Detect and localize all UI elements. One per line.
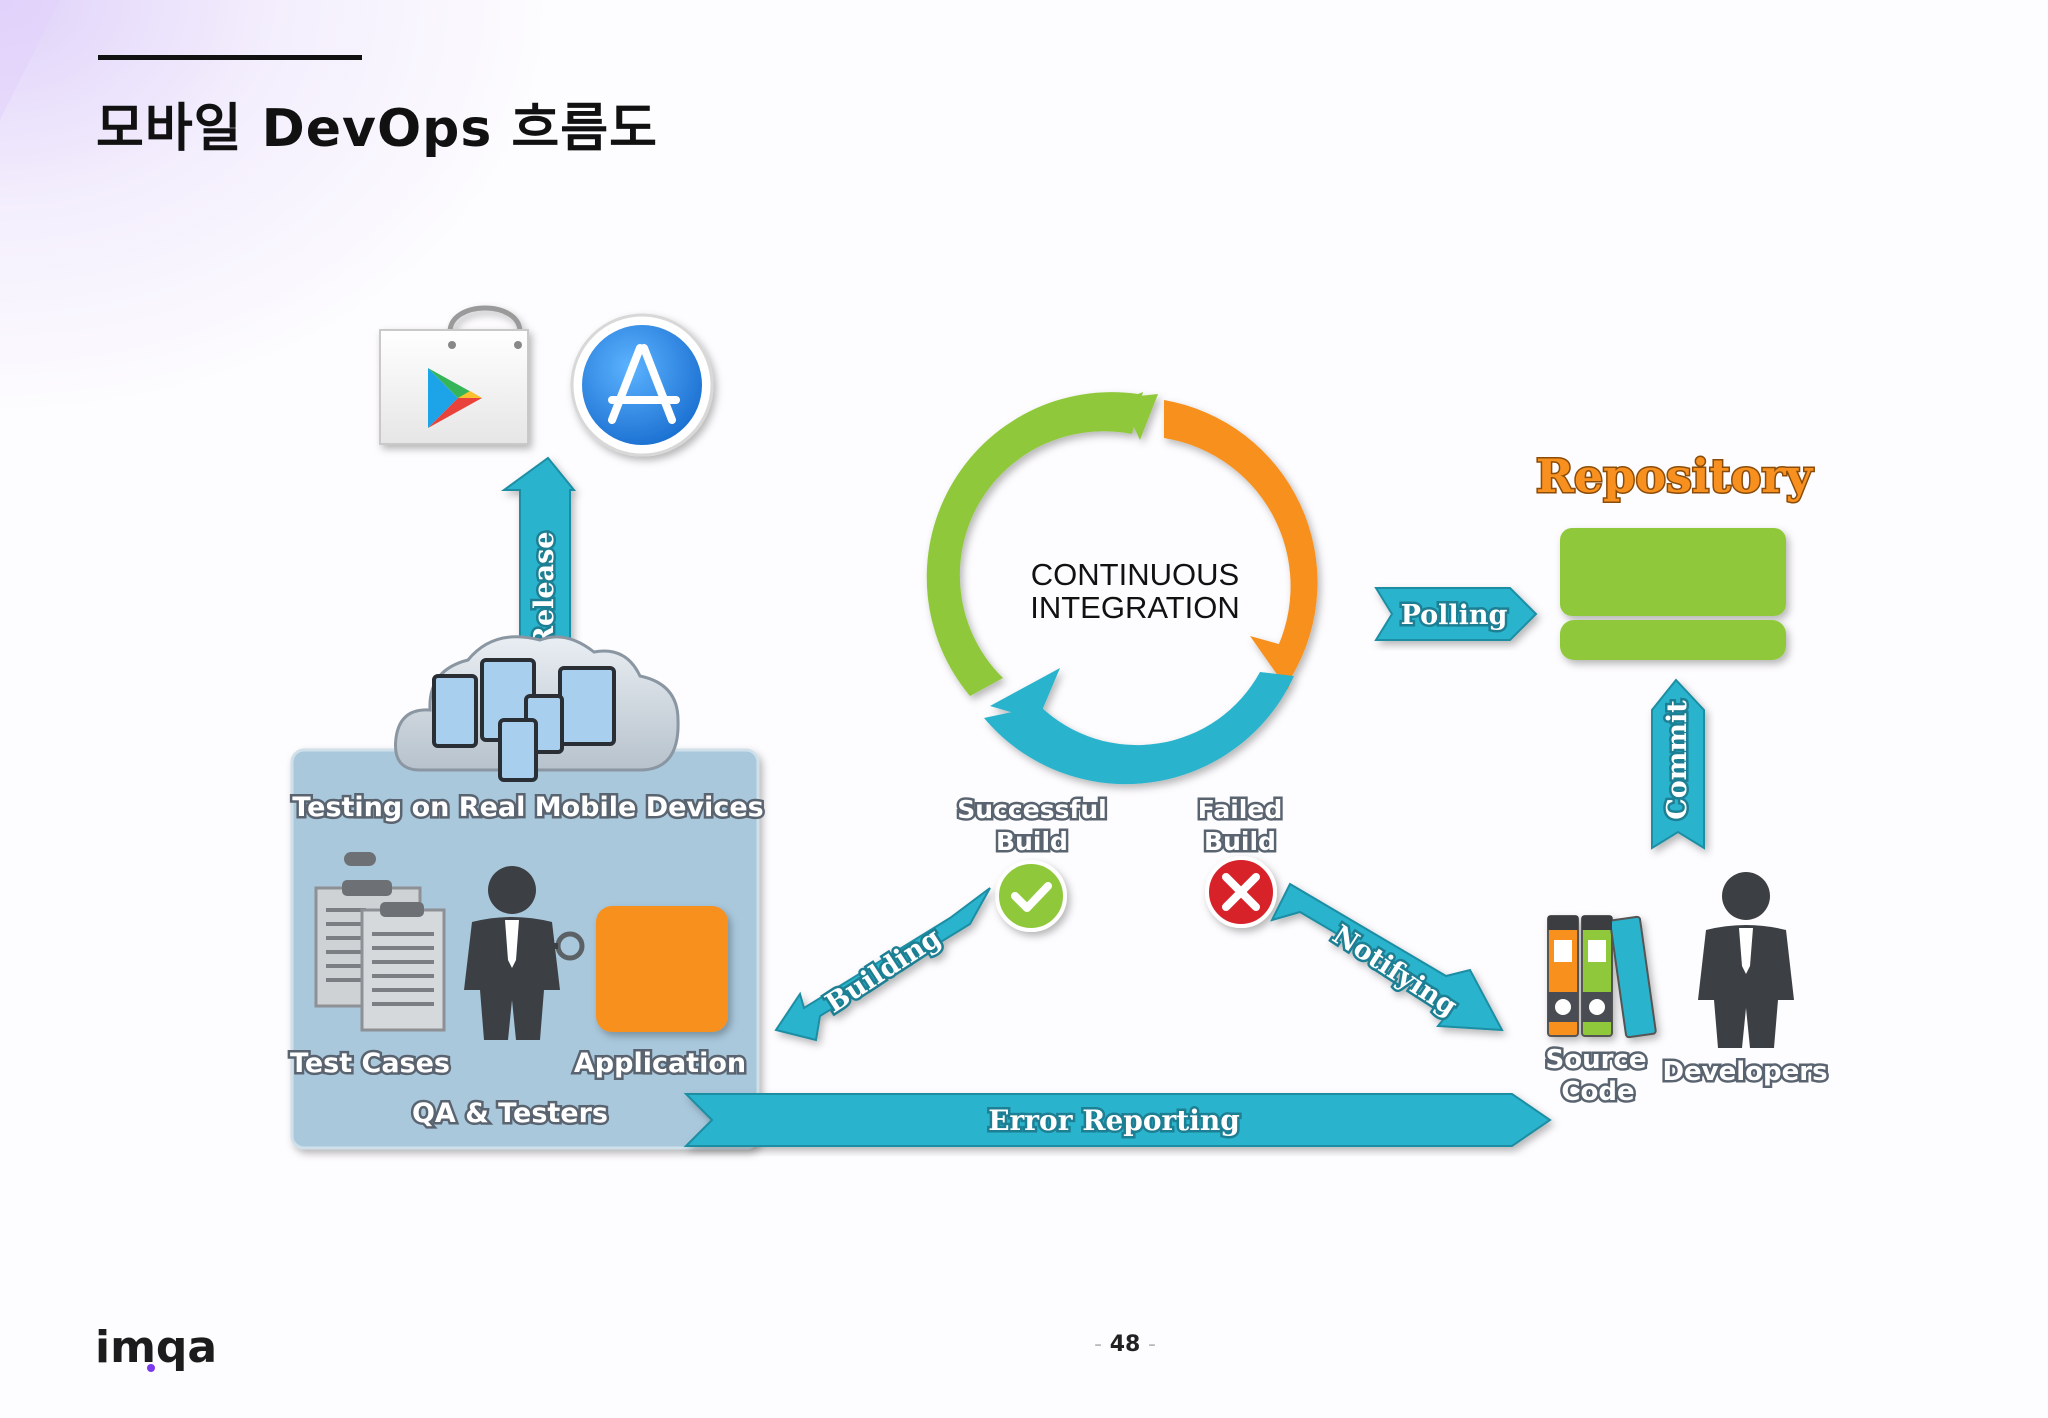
commit-arrow: Commit <box>1651 678 1705 850</box>
ci-green-segment <box>926 392 1143 696</box>
ci-blue-segment <box>984 672 1294 785</box>
failed-build-label-line1: Failed <box>1198 795 1282 824</box>
test-cases-label: Test Cases <box>290 1048 450 1079</box>
notifying-arrow: Notifying <box>1270 882 1504 1032</box>
repository-icon <box>1560 528 1786 660</box>
app-store-icon <box>570 313 714 457</box>
successful-build-label-line1: Successful <box>957 795 1106 824</box>
tester-person-icon <box>464 866 560 1040</box>
ci-orange-segment <box>1164 400 1318 676</box>
google-play-icon <box>379 305 529 445</box>
corner-slash-decoration <box>0 0 60 120</box>
error-reporting-label: Error Reporting <box>988 1104 1240 1137</box>
clipboard-icon <box>314 852 446 1032</box>
error-reporting-arrow: Error Reporting <box>683 1093 1552 1147</box>
page-number-value: 48 <box>1109 1332 1141 1357</box>
check-icon <box>995 860 1067 932</box>
polling-arrow: Polling <box>1374 587 1538 641</box>
notifying-label: Notifying <box>1327 919 1463 1022</box>
building-label: Building <box>820 922 947 1019</box>
cross-icon <box>1205 856 1277 928</box>
application-label: Application <box>574 1048 746 1079</box>
building-arrow: Building <box>774 887 991 1042</box>
svg-text:imqa: imqa <box>95 1322 217 1373</box>
release-arrow: Release <box>500 456 577 666</box>
ci-cycle <box>926 392 1318 785</box>
qa-testers-label: QA & Testers <box>412 1098 608 1129</box>
commit-label: Commit <box>1662 700 1693 820</box>
repository-title: Repository <box>1536 449 1814 503</box>
release-label: Release <box>529 532 560 649</box>
magnifier-icon <box>544 931 585 961</box>
ci-label-line1: CONTINUOUS <box>1031 557 1239 592</box>
slide-title: 모바일 DevOps 흐름도 <box>96 99 658 159</box>
title-rule <box>98 55 362 60</box>
source-code-label-line2: Code <box>1561 1077 1634 1107</box>
ci-label-line2: INTEGRATION <box>1030 590 1240 625</box>
cloud-devices-icon <box>394 635 680 782</box>
source-code-label-line1: Source <box>1546 1045 1647 1075</box>
polling-label: Polling <box>1401 600 1508 631</box>
binders-icon <box>1547 915 1657 1039</box>
developer-person-icon <box>1698 872 1794 1048</box>
developers-label: Developers <box>1662 1057 1827 1087</box>
imqa-logo: imqa <box>95 1322 217 1373</box>
qa-testers-panel: Testing on Real Mobile Devices <box>287 748 766 1150</box>
application-icon <box>596 906 728 1032</box>
page-number: - 48 - <box>1094 1332 1156 1357</box>
failed-build-label-line2: Build <box>1204 827 1276 856</box>
qa-panel-heading: Testing on Real Mobile Devices <box>292 792 763 823</box>
successful-build-label-line2: Build <box>996 827 1068 856</box>
